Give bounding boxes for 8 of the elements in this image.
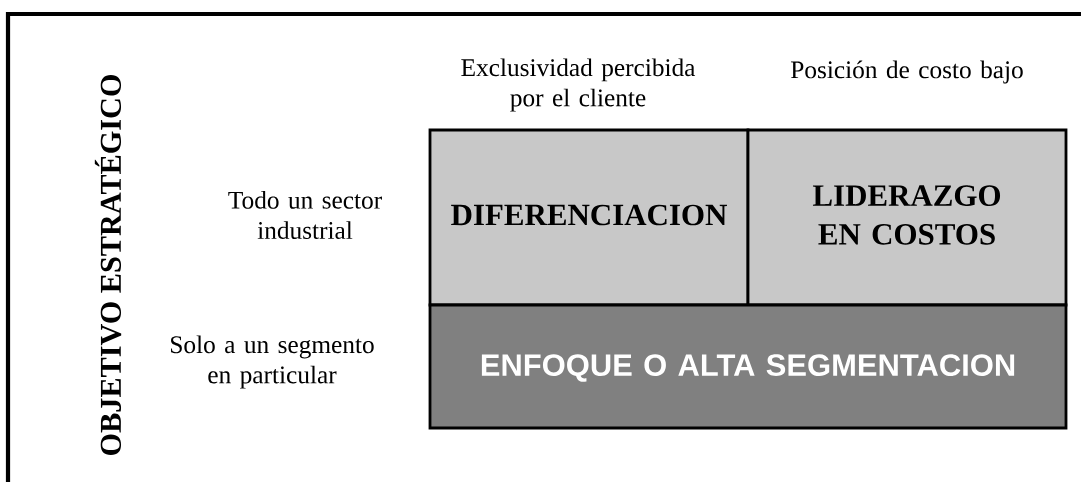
quadrant-box: ENFOQUE O ALTA SEGMENTACION — [428, 303, 1068, 430]
column-header: Exclusividad percibida por el cliente — [461, 58, 696, 112]
quadrant-box: DIFERENCIACION — [428, 128, 750, 307]
row-header: Todo un sector industrial — [228, 191, 382, 239]
axis-title: OBJETIVO ESTRATÉGICO — [94, 75, 122, 455]
quadrant-box: LIDERAZGO EN COSTOS — [746, 128, 1068, 307]
row-header: Solo a un segmento en particular — [171, 335, 374, 389]
column-header: Posición de costo bajo — [791, 60, 1023, 84]
